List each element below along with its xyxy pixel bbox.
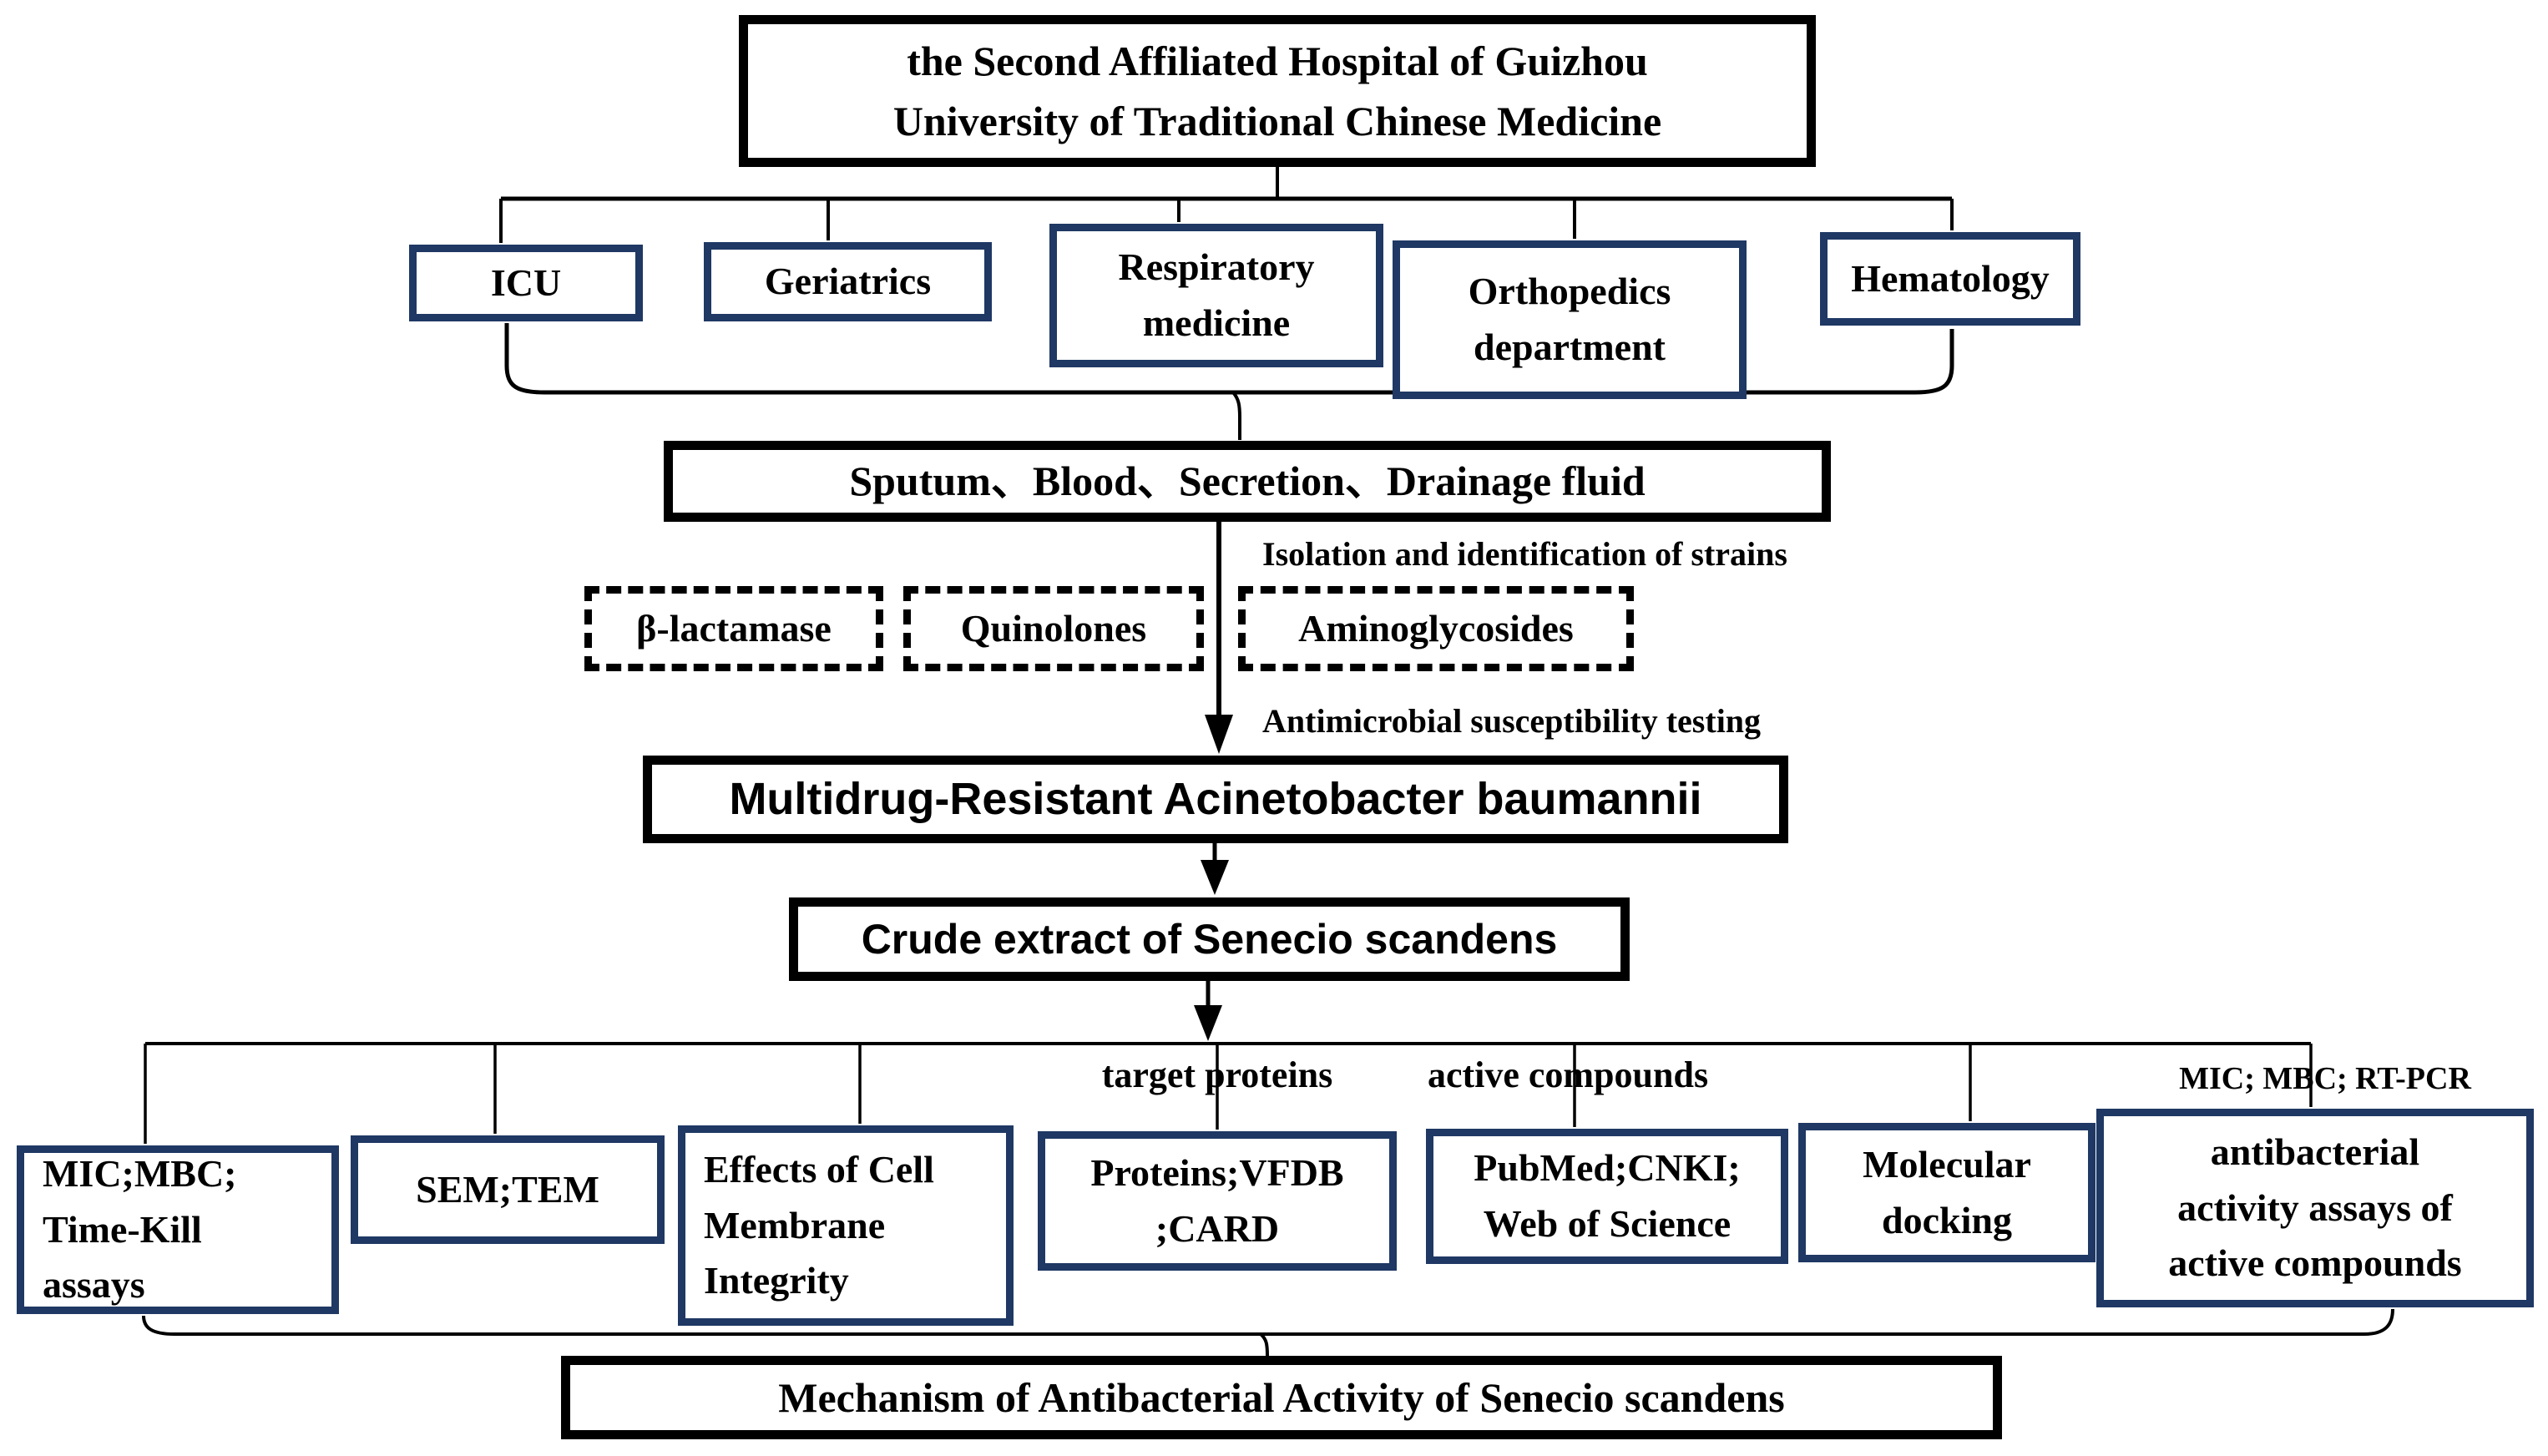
assay-box-sem-tem: SEM;TEM (351, 1135, 665, 1244)
assay-box-pubmed-cnki-wos: PubMed;CNKI; Web of Science (1426, 1129, 1788, 1264)
department-box-orthopedics: Orthopedics department (1393, 240, 1747, 399)
department-box-geriatrics: Geriatrics (704, 242, 992, 321)
target-proteins-label: target proteins (1101, 1054, 1333, 1095)
assay-box-membrane-integrity: Effects of Cell Membrane Integrity (678, 1125, 1014, 1326)
crude-extract-box: Crude extract of Senecio scandens (789, 897, 1630, 981)
assay-box-mic-mbc-timekill: MIC;MBC; Time-Kill assays (17, 1145, 339, 1314)
gather-bracket-top (504, 323, 1954, 395)
resistance-box-quinolones: Quinolones (903, 586, 1204, 671)
resistance-box-aminoglycosides: Aminoglycosides (1238, 586, 1634, 671)
department-box-respiratory: Respiratory medicine (1049, 224, 1383, 367)
mdr-strain-box: Multidrug-Resistant Acinetobacter bauman… (643, 756, 1788, 843)
assay-box-molecular-docking: Molecular docking (1798, 1123, 2096, 1262)
isolation-label: Isolation and identification of strains (1262, 535, 1787, 573)
hospital-box: the Second Affiliated Hospital of Guizho… (739, 15, 1816, 167)
mic-mbc-rtpcr-label: MIC; MBC; RT-PCR (2179, 1061, 2471, 1096)
arrowhead-crude (1201, 860, 1229, 895)
arrowhead-mdr (1205, 715, 1233, 754)
mechanism-box: Mechanism of Antibacterial Activity of S… (561, 1356, 2002, 1439)
gather-bracket-bottom (142, 1308, 2394, 1336)
gather-bracket-top-dip (1231, 391, 1241, 440)
department-box-hematology: Hematology (1820, 232, 2080, 326)
resistance-box-beta-lactamase: β-lactamase (584, 586, 883, 671)
gather-bracket-bottom-dip (1259, 1332, 1269, 1357)
department-box-icu: ICU (409, 245, 643, 321)
assay-box-proteins-vfdb-card: Proteins;VFDB ;CARD (1038, 1131, 1397, 1271)
active-compounds-label: active compounds (1427, 1054, 1709, 1095)
samples-box: Sputum、Blood、Secretion、Drainage fluid (664, 441, 1831, 522)
susceptibility-label: Antimicrobial susceptibility testing (1262, 702, 1762, 740)
assay-box-antibacterial-activity: antibacterial activity assays of active … (2096, 1109, 2534, 1307)
arrowhead-bus (1194, 1005, 1222, 1041)
